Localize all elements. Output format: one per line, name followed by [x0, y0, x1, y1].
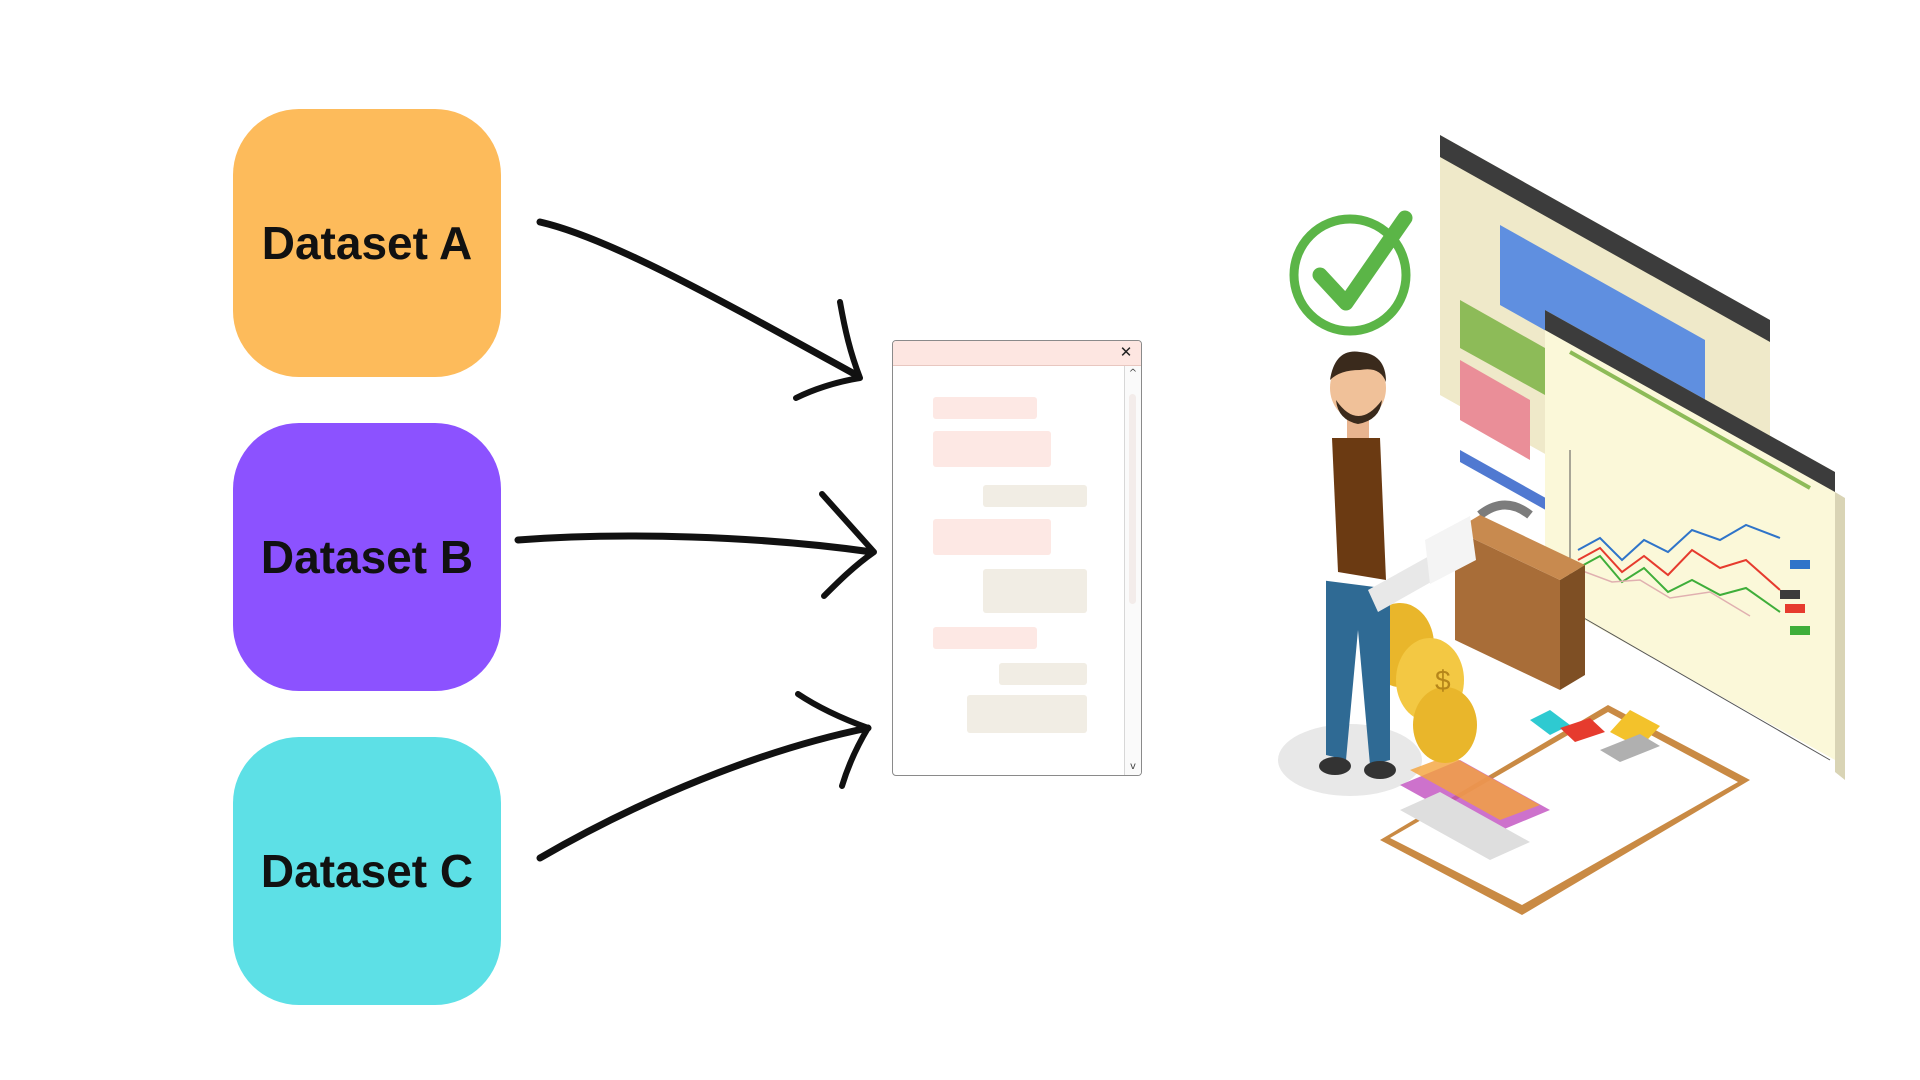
message-bubble	[933, 397, 1037, 419]
dataset-b-box: Dataset B	[233, 423, 501, 691]
business-illustration: $	[1278, 135, 1845, 915]
arrow-c	[536, 724, 872, 862]
arrow-b	[514, 532, 876, 556]
message-bubble	[983, 485, 1087, 507]
dataset-c-label: Dataset C	[260, 845, 474, 897]
coins-icon: $	[1366, 603, 1477, 763]
arrow-b-head	[819, 491, 877, 599]
dataset-c-box: Dataset C	[233, 737, 501, 1005]
line-chart-icon	[1545, 310, 1845, 780]
close-icon[interactable]: ✕	[1119, 343, 1133, 361]
chat-window: ✕ ^ v	[892, 340, 1142, 776]
dataset-a-box: Dataset A	[233, 109, 501, 377]
dataset-a-label: Dataset A	[261, 217, 473, 269]
message-bubble	[967, 695, 1087, 733]
businessman-figure	[1315, 351, 1476, 779]
message-bubble	[933, 519, 1051, 555]
chat-titlebar: ✕	[893, 341, 1141, 366]
briefcase-icon	[1455, 500, 1585, 690]
message-bubble	[999, 663, 1087, 685]
message-bubble	[933, 431, 1051, 467]
chevron-up-icon[interactable]: ^	[1128, 368, 1138, 379]
message-bubble	[983, 569, 1087, 613]
scroll-thumb[interactable]	[1129, 394, 1136, 604]
chevron-down-icon[interactable]: v	[1130, 761, 1136, 772]
arrow-a-head	[793, 299, 863, 401]
svg-text:$: $	[1435, 665, 1451, 696]
dataset-b-label: Dataset B	[260, 531, 474, 583]
arrow-c-head	[795, 691, 871, 789]
message-bubble	[933, 627, 1037, 649]
arrow-a	[536, 218, 862, 380]
clipboard-report-icon	[1380, 705, 1750, 915]
scrollbar[interactable]: ^ v	[1124, 366, 1141, 775]
checkmark-icon	[1289, 210, 1413, 336]
